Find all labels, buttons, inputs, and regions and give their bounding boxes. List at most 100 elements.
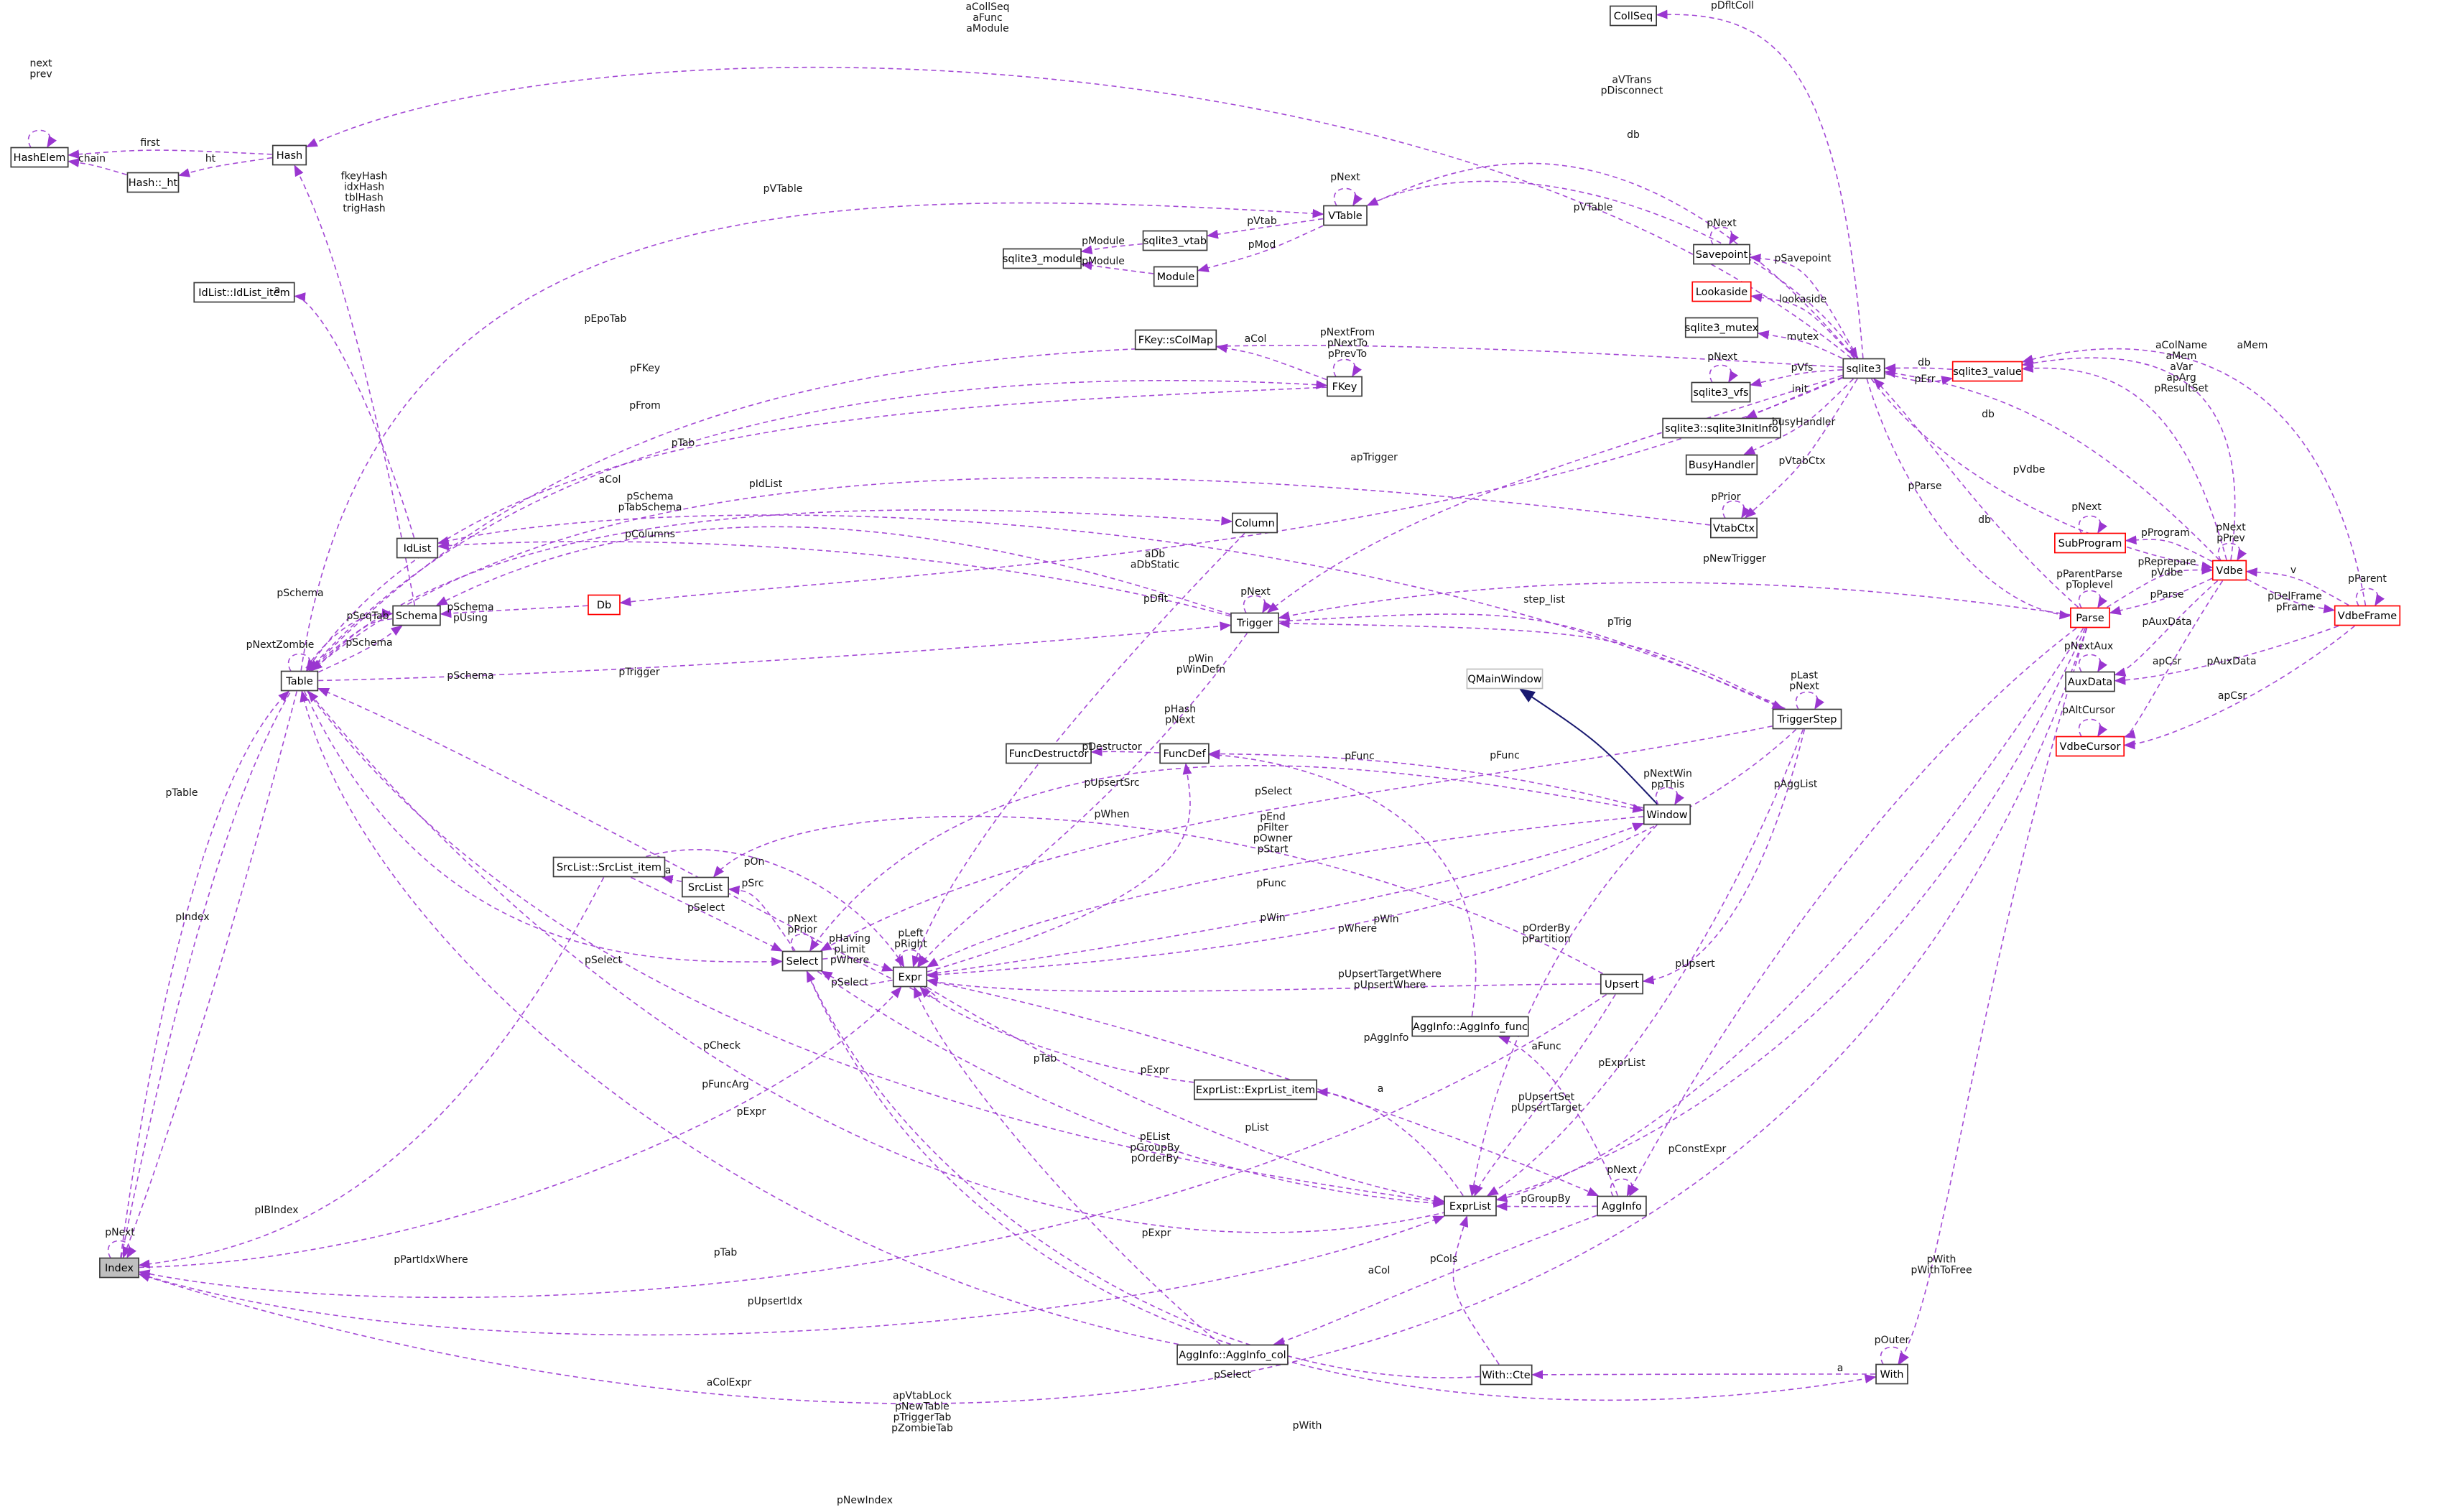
edge-self-VdbeCursor — [2078, 718, 2107, 737]
edge-Table-Trigger — [318, 621, 1232, 682]
node-SColMap[interactable]: FKey::sColMap — [1134, 329, 1217, 351]
edge-label: aColExpr — [707, 1377, 752, 1388]
edge-label: pOuter — [1875, 1335, 1910, 1346]
node-Select[interactable]: Select — [781, 950, 823, 972]
edge-label: pNext — [1607, 1164, 1637, 1176]
node-With[interactable]: With — [1875, 1363, 1908, 1385]
node-Mutex[interactable]: sqlite3_mutex — [1684, 317, 1759, 338]
edge-Window-QMainWindow — [1518, 688, 1658, 805]
node-Hash[interactable]: Hash — [271, 144, 307, 166]
node-Window[interactable]: Window — [1643, 804, 1691, 825]
node-box — [681, 876, 729, 898]
edge-label: pNext — [1707, 218, 1737, 229]
edge-label: pDfltColl — [1711, 0, 1754, 11]
node-box — [1662, 417, 1781, 439]
edges-layer — [27, 9, 2385, 1404]
node-label: VdbeCursor — [2060, 741, 2121, 753]
node-label: FKey::sColMap — [1138, 335, 1214, 346]
node-Expr[interactable]: Expr — [892, 966, 928, 988]
node-HashElem[interactable]: HashElem — [10, 147, 69, 168]
node-box — [1142, 230, 1208, 251]
node-SqliteVtab[interactable]: sqlite3_vtab — [1142, 230, 1208, 251]
node-CollSeq[interactable]: CollSeq — [1610, 5, 1658, 27]
node-SubProgram[interactable]: SubProgram — [2054, 532, 2127, 554]
edge-label: pTrigger — [618, 667, 659, 678]
edge-label: pNext — [2071, 501, 2102, 513]
node-AggInfo[interactable]: AggInfo — [1597, 1195, 1647, 1217]
edge-Upsert-ExprList — [1474, 994, 1616, 1197]
node-IdList[interactable]: IdList — [396, 537, 439, 559]
node-Savepoint[interactable]: Savepoint — [1693, 244, 1750, 265]
node-TriggerStep[interactable]: TriggerStep — [1772, 708, 1842, 730]
node-Table[interactable]: Table — [280, 670, 319, 692]
node-VTable[interactable]: VTable — [1323, 205, 1368, 226]
node-AggFunc[interactable]: AggInfo::AggInfo_func — [1411, 1016, 1529, 1037]
node-Schema[interactable]: Schema — [392, 605, 441, 626]
node-VdbeFrame[interactable]: VdbeFrame — [2334, 605, 2401, 626]
node-SqliteValue[interactable]: sqlite3_value — [1951, 361, 2023, 382]
node-ExprItem[interactable]: ExprList::ExprList_item — [1193, 1079, 1317, 1100]
node-Column[interactable]: Column — [1231, 512, 1278, 534]
edge-label: pAggList — [1774, 779, 1818, 790]
node-AuxData[interactable]: AuxData — [2065, 671, 2115, 692]
edge-label: pSchema — [277, 588, 323, 599]
node-Db[interactable]: Db — [588, 594, 621, 616]
node-SrcList[interactable]: SrcList — [681, 876, 729, 898]
node-box — [2055, 736, 2125, 757]
node-HashHt[interactable]: Hash::_ht — [126, 172, 180, 193]
node-ExprList[interactable]: ExprList — [1444, 1195, 1497, 1217]
node-Module[interactable]: Module — [1153, 266, 1199, 287]
node-IdListItem[interactable]: IdList::IdList_item — [193, 282, 295, 303]
node-Upsert[interactable]: Upsert — [1600, 973, 1644, 995]
node-InitInfo[interactable]: sqlite3::sqlite3InitInfo — [1662, 417, 1781, 439]
node-FKey[interactable]: FKey — [1327, 376, 1363, 397]
edge-TriggerStep-Trigger — [1278, 618, 1786, 710]
node-Parse[interactable]: Parse — [2070, 607, 2110, 629]
edge-label: pTab — [714, 1247, 738, 1258]
node-box — [396, 537, 439, 559]
node-label: Module — [1157, 272, 1195, 283]
node-label: ExprList — [1449, 1201, 1492, 1212]
node-VtabCtx[interactable]: VtabCtx — [1710, 517, 1758, 539]
node-label: sqlite3_vtab — [1143, 236, 1207, 247]
node-Vfs[interactable]: sqlite3_vfs — [1691, 381, 1751, 403]
edge-label: pTab — [672, 437, 695, 449]
edge-Sqlite3-CollSeq — [1656, 9, 1864, 358]
edge-label: pTab — [1034, 1053, 1057, 1065]
edge-label: pFunc — [1256, 878, 1286, 889]
node-box — [1444, 1195, 1497, 1217]
node-box — [2054, 532, 2127, 554]
node-box — [1153, 266, 1199, 287]
node-Lookaside[interactable]: Lookaside — [1691, 281, 1752, 302]
edge-label: aCol — [1368, 1265, 1391, 1276]
node-label: QMainWindow — [1467, 674, 1541, 685]
edge-self-VdbeFrame — [2355, 588, 2385, 606]
node-Trigger[interactable]: Trigger — [1230, 612, 1279, 634]
edge-label: pNextAux — [2064, 641, 2113, 652]
edge-Table-FKey — [308, 379, 1328, 672]
node-Cte[interactable]: With::Cte — [1480, 1364, 1533, 1386]
node-SqliteModule[interactable]: sqlite3_module — [1003, 248, 1082, 269]
node-AggCol[interactable]: AggInfo::AggInfo_col — [1176, 1344, 1289, 1365]
node-Index[interactable]: Index — [99, 1257, 139, 1279]
edge-Parse-Vdbe — [2106, 565, 2214, 608]
edge-Sqlite3-Trigger — [1266, 374, 1843, 613]
node-Sqlite3[interactable]: sqlite3 — [1842, 358, 1885, 379]
node-Vdbe[interactable]: Vdbe — [2211, 560, 2247, 581]
node-SrcItem[interactable]: SrcList::SrcList_item — [552, 856, 666, 878]
edge-Index-ExprList — [139, 1215, 1445, 1336]
edge-label: pGroupBy — [1521, 1193, 1570, 1205]
node-FuncDestructor[interactable]: FuncDestructor — [1006, 743, 1092, 764]
node-BusyHandler[interactable]: BusyHandler — [1685, 454, 1758, 476]
edge-VdbeFrame-Vdbe — [2245, 567, 2349, 606]
edge-label: apCsr — [2153, 656, 2182, 667]
edge-label: pAuxData — [2206, 656, 2256, 667]
node-VdbeCursor[interactable]: VdbeCursor — [2055, 736, 2125, 757]
node-FuncDef[interactable]: FuncDef — [1159, 743, 1210, 764]
edge-label: pSelect — [1214, 1369, 1252, 1381]
node-box — [1643, 804, 1691, 825]
edge-label: db — [1918, 357, 1931, 368]
node-QMainWindow[interactable]: QMainWindow — [1466, 668, 1544, 690]
